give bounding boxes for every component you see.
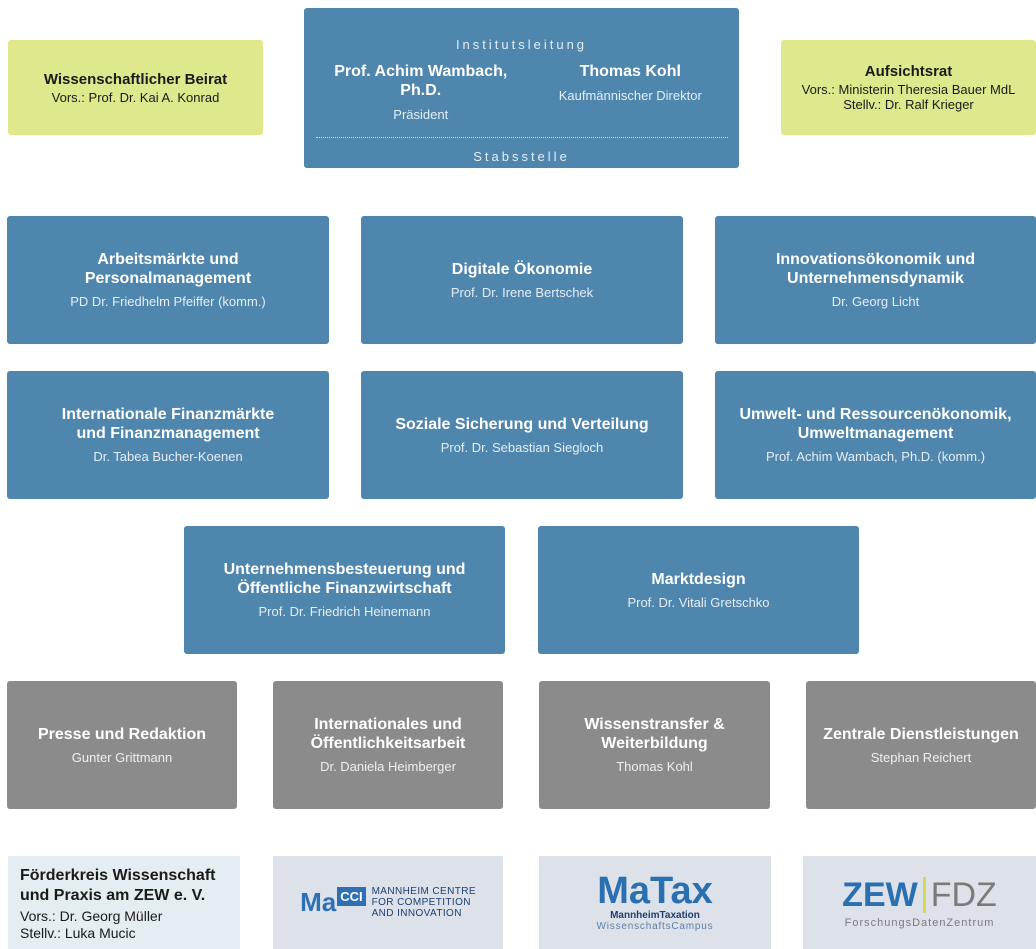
department-box: Arbeitsmärkte und Personalmanagement PD … — [7, 216, 329, 344]
service-head: Thomas Kohl — [616, 759, 693, 774]
service-head: Stephan Reichert — [870, 749, 972, 765]
service-box: Internationales und Öffentlichkeitsarbei… — [273, 681, 503, 809]
aufsichtsrat-title: Aufsichtsrat — [864, 63, 953, 80]
aufsichtsrat-chair: Vors.: Ministerin Theresia Bauer MdL — [801, 82, 1016, 97]
matax-sub2: WissenschaftsCampus — [596, 921, 714, 932]
department-title: Internationale Finanzmärkte und Finanzma… — [61, 406, 275, 442]
foerderkreis-title: Förderkreis Wissenschaft und Praxis am Z… — [20, 867, 216, 904]
service-head: Dr. Daniela Heimberger — [320, 759, 456, 774]
service-head: Gunter Grittmann — [71, 749, 173, 765]
leitung-heading: Institutsleitung — [455, 37, 588, 52]
matax-sub1: MannheimTaxation — [610, 910, 700, 921]
service-title: Wissenstransfer & Weiterbildung — [584, 716, 725, 752]
director-name: Thomas Kohl — [579, 63, 681, 80]
beirat-box: Wissenschaftlicher Beirat Vors.: Prof. D… — [8, 40, 263, 135]
department-title: Unternehmensbesteuerung und Öffentliche … — [223, 561, 466, 597]
department-head: Prof. Dr. Irene Bertschek — [450, 284, 594, 300]
foerderkreis-chair: Vors.: Dr. Georg Müller — [20, 908, 163, 924]
fdz-sub: ForschungsDatenZentrum — [844, 916, 995, 929]
department-box: Internationale Finanzmärkte und Finanzma… — [7, 371, 329, 499]
fdz-logo: ZEW FDZ ForschungsDatenZentrum — [803, 856, 1036, 949]
department-box: Digitale Ökonomie Prof. Dr. Irene Bertsc… — [361, 216, 683, 344]
service-title: Internationales und Öffentlichkeitsarbei… — [310, 716, 466, 752]
macci-mark-box: CCI — [337, 887, 366, 906]
macci-line: FOR COMPETITION — [371, 897, 471, 908]
department-box: Innovationsökonomik und Unternehmensdyna… — [715, 216, 1036, 344]
department-head: Dr. Georg Licht — [831, 294, 920, 309]
department-title: Umwelt- und Ressourcenökonomik, Umweltma… — [739, 406, 1012, 442]
department-title: Digitale Ökonomie — [451, 260, 593, 278]
stabsstelle-label: Stabsstelle — [473, 149, 570, 164]
beirat-title: Wissenschaftlicher Beirat — [43, 70, 228, 88]
aufsichtsrat-deputy: Stellv.: Dr. Ralf Krieger — [843, 97, 974, 112]
president-role: Präsident — [393, 107, 449, 122]
department-title: Arbeitsmärkte und Personalmanagement — [84, 251, 252, 287]
department-head: PD Dr. Friedhelm Pfeiffer (komm.) — [70, 294, 266, 309]
department-head: Prof. Dr. Sebastian Siegloch — [440, 439, 604, 455]
department-box: Soziale Sicherung und Verteilung Prof. D… — [361, 371, 683, 499]
foerderkreis-deputy: Stellv.: Luka Mucic — [20, 925, 136, 941]
department-title: Soziale Sicherung und Verteilung — [395, 415, 649, 433]
department-box: Umwelt- und Ressourcenökonomik, Umweltma… — [715, 371, 1036, 499]
department-head: Dr. Tabea Bucher-Koenen — [93, 449, 243, 464]
service-box: Presse und Redaktion Gunter Grittmann — [7, 681, 237, 809]
macci-mark-text: Ma — [300, 887, 337, 917]
director-role: Kaufmännischer Direktor — [558, 88, 702, 103]
macci-text: MANNHEIM CENTRE FOR COMPETITION AND INNO… — [372, 886, 476, 919]
fdz-bar — [922, 876, 926, 913]
department-title: Innovationsökonomik und Unternehmensdyna… — [775, 251, 976, 287]
service-box: Zentrale Dienstleistungen Stephan Reiche… — [806, 681, 1036, 809]
service-title: Zentrale Dienstleistungen — [823, 725, 1019, 743]
president-name: Prof. Achim Wambach, Ph.D. — [334, 63, 508, 99]
department-box: Unternehmensbesteuerung und Öffentliche … — [184, 526, 505, 654]
service-title: Presse und Redaktion — [37, 725, 207, 743]
service-box: Wissenstransfer & Weiterbildung Thomas K… — [539, 681, 770, 809]
fdz-fdz: FDZ — [930, 875, 997, 914]
institutsleitung-box: Institutsleitung Prof. Achim Wambach, Ph… — [304, 8, 739, 168]
leitung-divider — [315, 137, 728, 138]
fdz-wordmark: ZEW FDZ — [842, 875, 997, 914]
aufsichtsrat-box: Aufsichtsrat Vors.: Ministerin Theresia … — [781, 40, 1036, 135]
department-box: Marktdesign Prof. Dr. Vitali Gretschko — [538, 526, 859, 654]
fdz-zew: ZEW — [842, 875, 918, 914]
macci-line: AND INNOVATION — [371, 908, 462, 919]
matax-logo: MaTax MannheimTaxation WissenschaftsCamp… — [539, 856, 771, 949]
department-head: Prof. Achim Wambach, Ph.D. (komm.) — [765, 449, 986, 464]
department-head: Prof. Dr. Friedrich Heinemann — [258, 604, 431, 619]
department-head: Prof. Dr. Vitali Gretschko — [627, 594, 770, 610]
department-title: Marktdesign — [651, 570, 746, 588]
macci-line: MANNHEIM CENTRE — [371, 886, 476, 897]
matax-wordmark: MaTax — [597, 870, 713, 912]
beirat-chair: Vors.: Prof. Dr. Kai A. Konrad — [51, 89, 220, 105]
foerderkreis-box: Förderkreis Wissenschaft und Praxis am Z… — [8, 856, 240, 949]
